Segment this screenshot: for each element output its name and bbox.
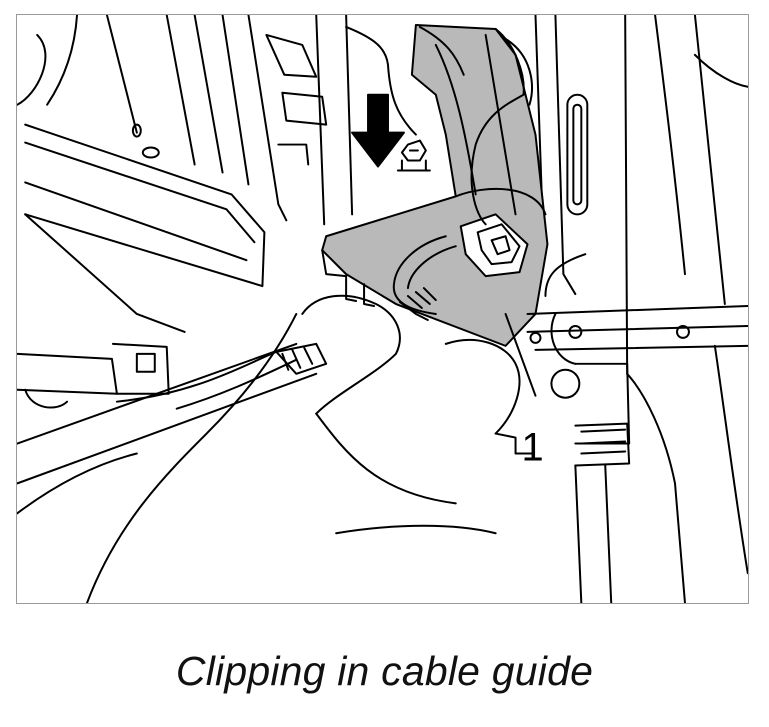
lower-right-structure xyxy=(550,15,748,603)
bolt xyxy=(396,139,431,172)
wiring xyxy=(345,25,533,321)
horizontal-rail xyxy=(526,305,748,365)
figure-caption: Clipping in cable guide xyxy=(175,648,594,694)
connector-clip xyxy=(459,213,529,278)
foreground-shapes xyxy=(17,294,533,603)
line-drawing: 1 xyxy=(17,15,748,603)
callout-number: 1 xyxy=(522,425,544,469)
downward-arrow xyxy=(351,93,405,168)
callout-leader xyxy=(504,312,537,397)
technical-illustration: 1 xyxy=(16,14,749,604)
left-housing xyxy=(17,15,328,333)
lower-left-bracket xyxy=(17,342,328,485)
